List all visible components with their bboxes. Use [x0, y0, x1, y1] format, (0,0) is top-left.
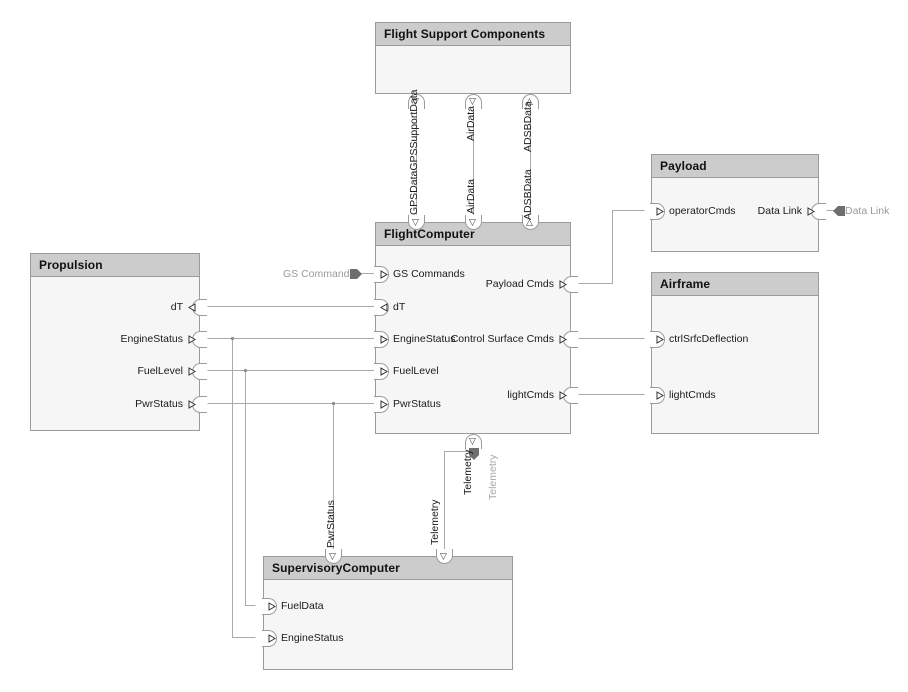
out-arrow-icon [188, 366, 196, 376]
port-enginestatus-sc[interactable]: EngineStatus [268, 631, 343, 645]
port-gs-commands[interactable]: GS Commands [380, 267, 465, 281]
wire-telemetry-branch [444, 451, 474, 550]
connection-label-airdata-lower: AirData [465, 178, 477, 214]
port-telemetry-fc[interactable] [465, 434, 482, 449]
block-title-payload: Payload [652, 155, 818, 178]
port-airdata-fc[interactable] [465, 215, 482, 230]
port-fuellevel-fc[interactable]: FuelLevel [380, 364, 439, 378]
port-lightcmds-airframe[interactable]: lightCmds [656, 388, 716, 402]
port-pwrstatus-fc[interactable]: PwrStatus [380, 397, 441, 411]
block-title-supervisory-computer: SupervisoryComputer [264, 557, 512, 580]
port-airdata-fsc[interactable] [465, 94, 482, 109]
port-payload-cmds[interactable]: Payload Cmds [434, 277, 567, 291]
in-arrow-icon [380, 399, 388, 409]
in-arrow-icon [656, 334, 664, 344]
down-triangle-icon: ▽ [469, 217, 476, 227]
down-triangle-icon: ▽ [329, 551, 336, 561]
port-datalink-payload[interactable]: Data Link [700, 204, 815, 218]
solid-down-arrow-icon[interactable] [468, 448, 480, 461]
port-adsbdata-fsc[interactable] [522, 94, 539, 109]
in-arrow-icon [656, 206, 664, 216]
connection-label-airdata-upper: AirData [465, 105, 477, 141]
block-flight-computer[interactable]: FlightComputer [375, 222, 571, 434]
block-title-propulsion: Propulsion [31, 254, 199, 277]
junction-dot [243, 368, 248, 373]
block-supervisory-computer[interactable]: SupervisoryComputer [263, 556, 513, 670]
wire-fueldata-branch [245, 370, 256, 606]
up-triangle-icon: △ [526, 96, 533, 106]
in-arrow-icon [380, 334, 388, 344]
solid-right-arrow-icon[interactable] [350, 268, 363, 280]
down-triangle-icon: ▽ [440, 551, 447, 561]
port-pwrstatus-propulsion[interactable]: PwrStatus [60, 397, 196, 411]
block-title-flight-computer: FlightComputer [376, 223, 570, 246]
port-adsbdata-fc[interactable] [522, 215, 539, 230]
port-fueldata[interactable]: FuelData [268, 599, 324, 613]
out-arrow-icon [807, 206, 815, 216]
port-enginestatus-propulsion[interactable]: EngineStatus [60, 332, 196, 346]
block-airframe[interactable]: Airframe [651, 272, 819, 434]
wire-payloadcmds [578, 210, 645, 284]
out-arrow-left-icon [380, 302, 388, 312]
port-telemetry-sc[interactable] [436, 549, 453, 564]
solid-left-arrow-icon[interactable] [833, 205, 846, 217]
port-pwrstatus-sc[interactable] [325, 549, 342, 564]
connection-label-telemetry-fc: Telemetry [462, 449, 474, 495]
block-flight-support-components[interactable]: Flight Support Components [375, 22, 571, 94]
junction-dot [230, 336, 235, 341]
external-port-label-gs-commands: GS Commands [283, 268, 355, 280]
connection-label-gpsdata-gpssupportdata: GPSDataGPSSupportData [408, 89, 420, 215]
external-port-label-telemetry: Telemetry [487, 454, 499, 500]
connection-label-pwrstatus-sc: PwrStatus [325, 500, 337, 548]
in-arrow-icon [656, 390, 664, 400]
external-port-label-data-link: Data Link [845, 205, 890, 217]
connection-label-telemetry-sc: Telemetry [429, 499, 441, 545]
down-triangle-icon: ▽ [412, 217, 419, 227]
down-triangle-icon: ▽ [469, 436, 476, 446]
port-dt-propulsion[interactable]: dT [60, 300, 196, 314]
out-arrow-icon [188, 334, 196, 344]
connection-label-adsbdata-lower: ADSBData [522, 169, 534, 220]
port-ctrlsrfcdeflection[interactable]: ctrlSrfcDeflection [656, 332, 748, 346]
out-arrow-icon [559, 390, 567, 400]
in-arrow-left-icon [188, 302, 196, 312]
port-gpsdata-fc[interactable] [408, 215, 425, 230]
block-title-airframe: Airframe [652, 273, 818, 296]
in-arrow-icon [268, 633, 276, 643]
connection-label-adsbdata-upper: ADSBData [522, 101, 534, 152]
in-arrow-icon [380, 366, 388, 376]
port-control-surface-cmds[interactable]: Control Surface Cmds [434, 332, 567, 346]
down-triangle-icon: ▽ [469, 96, 476, 106]
in-arrow-icon [380, 269, 388, 279]
port-enginestatus-fc[interactable]: EngineStatus [380, 332, 455, 346]
port-lightcmds-fc[interactable]: lightCmds [434, 388, 567, 402]
up-triangle-icon: △ [526, 217, 533, 227]
in-arrow-icon [268, 601, 276, 611]
block-payload[interactable]: Payload [651, 154, 819, 252]
wire-enginestatus-branch [232, 338, 256, 638]
junction-dot [331, 401, 336, 406]
out-arrow-icon [559, 279, 567, 289]
down-triangle-icon: ▽ [412, 96, 419, 106]
block-title-flight-support-components: Flight Support Components [376, 23, 570, 46]
port-fuellevel-propulsion[interactable]: FuelLevel [60, 364, 196, 378]
out-arrow-icon [188, 399, 196, 409]
port-gpssupportdata[interactable] [408, 94, 425, 109]
port-operatorcmds[interactable]: operatorCmds [656, 204, 736, 218]
port-dt-fc[interactable]: dT [380, 300, 405, 314]
out-arrow-icon [559, 334, 567, 344]
